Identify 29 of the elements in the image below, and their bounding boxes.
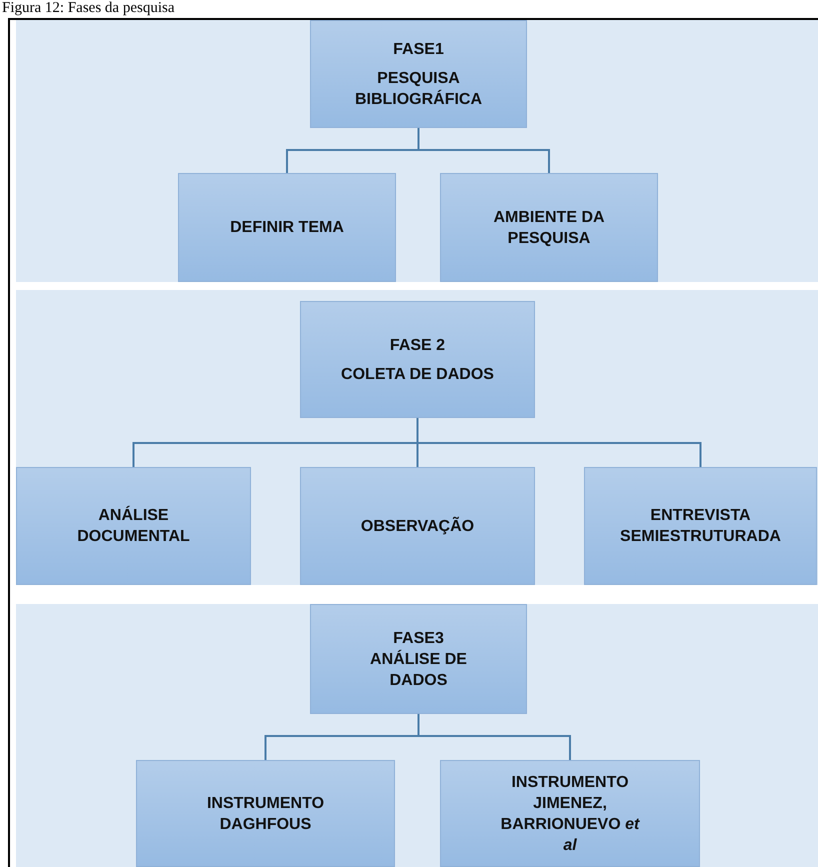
figure-title: Figura 12: Fases da pesquisa bbox=[2, 0, 174, 17]
node-text: INSTRUMENTO DAGHFOUS bbox=[206, 794, 326, 834]
phase-title: FASE1 bbox=[393, 40, 444, 60]
node-text: INSTRUMENTO JIMENEZ, BARRIONUEVO et al bbox=[500, 772, 641, 856]
node-text: AMBIENTE DA PESQUISA bbox=[492, 208, 606, 248]
process-box bbox=[300, 467, 535, 585]
connector-line bbox=[418, 128, 550, 173]
phase-band bbox=[16, 604, 818, 867]
node-text: PESQUISA BIBLIOGRÁFICA bbox=[354, 68, 484, 110]
phase-band bbox=[16, 290, 818, 585]
process-box bbox=[440, 760, 700, 867]
phase-title: FASE3 bbox=[393, 628, 444, 648]
phase-band bbox=[16, 20, 818, 282]
node-text: OBSERVAÇÃO bbox=[360, 516, 474, 536]
connector-line bbox=[416, 418, 702, 467]
process-box bbox=[136, 760, 395, 867]
node-text: ANÁLISE DOCUMENTAL bbox=[76, 505, 191, 547]
process-box bbox=[584, 467, 817, 585]
node-text: ENTREVISTA SEMIESTRUTURADA bbox=[619, 506, 782, 547]
process-box bbox=[178, 173, 396, 282]
process-box bbox=[310, 20, 527, 128]
node-text: COLETA DE DADOS bbox=[341, 364, 494, 384]
process-box bbox=[16, 467, 251, 585]
process-box bbox=[300, 301, 535, 418]
process-box bbox=[440, 173, 658, 282]
node-text: DEFINIR TEMA bbox=[230, 218, 344, 238]
process-box bbox=[310, 604, 527, 714]
node-text: ANÁLISE DE DADOS bbox=[369, 648, 468, 690]
phase-title: FASE 2 bbox=[390, 336, 446, 356]
